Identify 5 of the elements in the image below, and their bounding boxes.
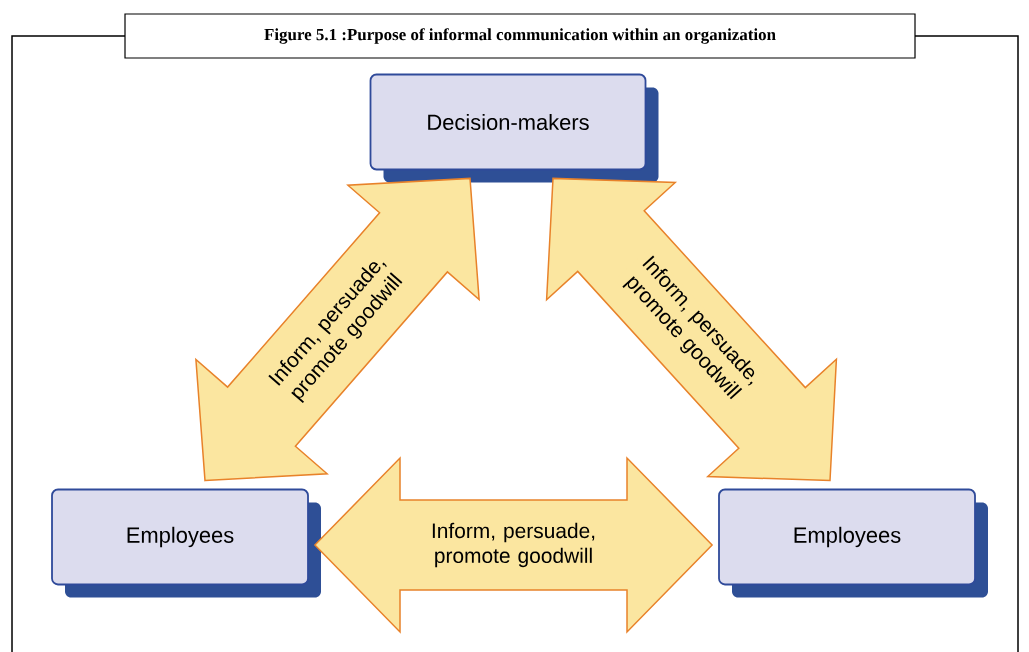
edge-label: Inform, persuade, promote goodwill (425, 521, 602, 569)
process-box: Employees (718, 488, 988, 598)
process-box: Employees (51, 488, 321, 598)
process-box: Decision-makers (369, 73, 659, 183)
title-box: Figure 5.1 :Purpose of informal communication within an organization (124, 13, 916, 59)
